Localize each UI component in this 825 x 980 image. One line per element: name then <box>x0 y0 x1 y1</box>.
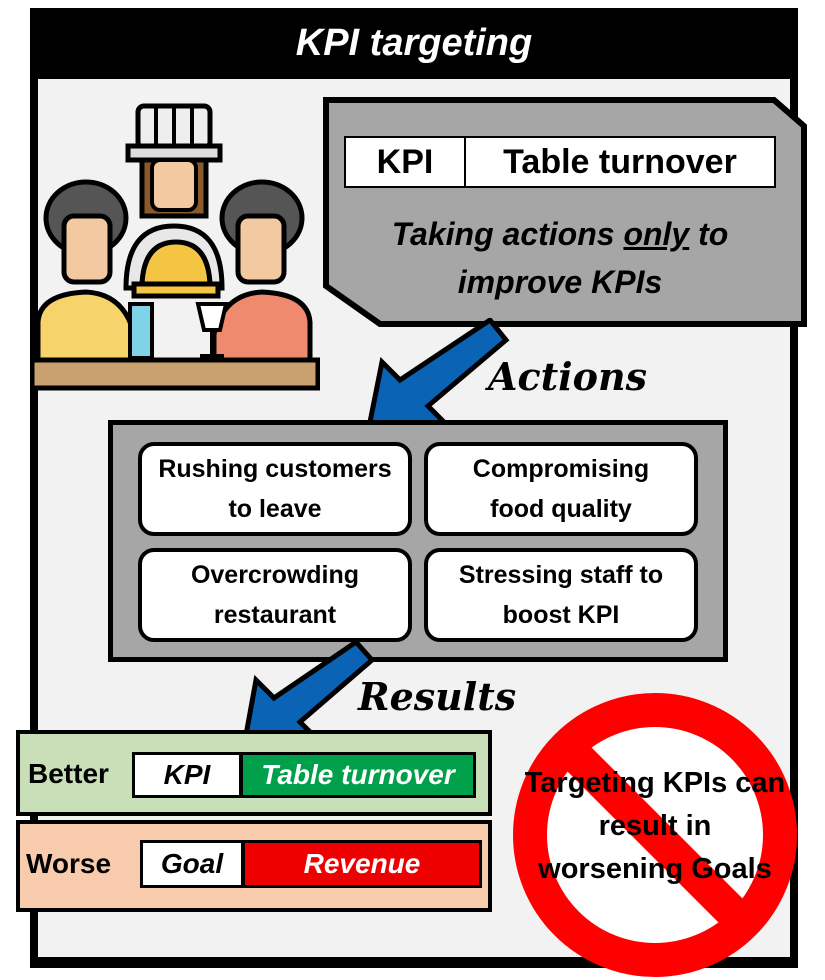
kpi-note: Taking actions only to improve KPIs <box>340 210 780 306</box>
kpi-note-suffix: to <box>689 216 729 252</box>
restaurant-diners-chef-icon <box>30 103 320 391</box>
kpi-note-prefix: Taking actions <box>391 216 624 252</box>
diagram-title: KPI targeting <box>295 21 533 64</box>
result-worse-key: Goal <box>140 840 244 888</box>
actions-label: Actions <box>488 354 647 399</box>
kpi-key: KPI <box>344 136 466 188</box>
result-better-label: Better <box>28 758 109 789</box>
kpi-value: Table turnover <box>466 136 776 188</box>
warning-text: Targeting KPIs can result in worsening G… <box>524 767 786 885</box>
kpi-note-emphasis: only <box>623 216 690 252</box>
result-better-key: KPI <box>132 752 242 798</box>
kpi-definition-row: KPI Table turnover <box>344 136 776 188</box>
result-worse-value: Revenue <box>242 840 482 888</box>
result-better-value: Table turnover <box>240 752 476 798</box>
result-worse-label: Worse <box>26 848 112 879</box>
kpi-note-line2: improve KPIs <box>457 264 663 300</box>
no-entry-icon <box>513 693 797 977</box>
results-label: Results <box>358 674 517 719</box>
